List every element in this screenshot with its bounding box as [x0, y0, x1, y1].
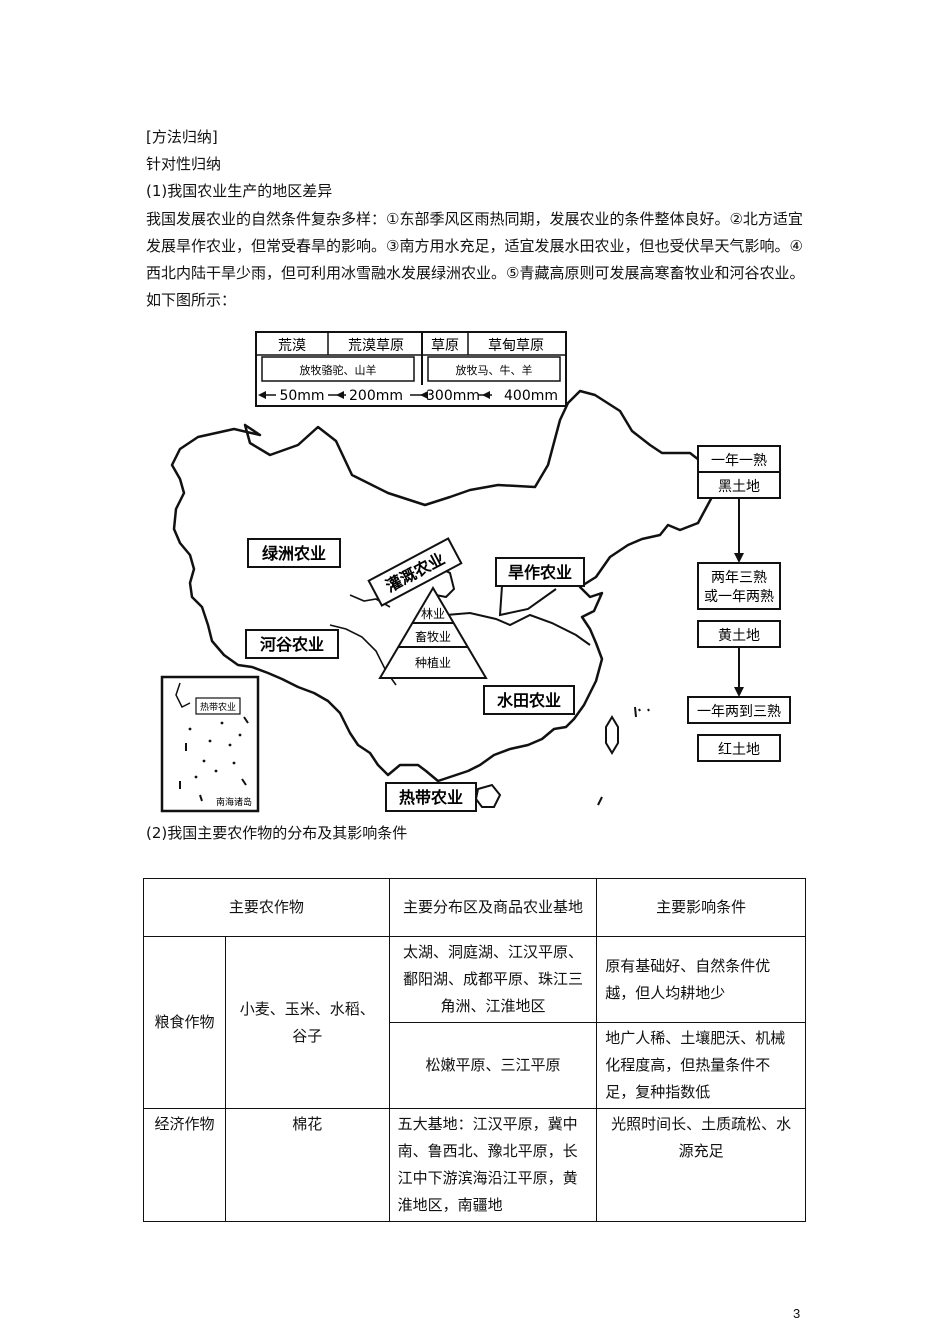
flow-one-harvest: 一年一熟 [711, 453, 767, 469]
region-dryland: 旱作农业 [495, 557, 585, 617]
section2-title: (2)我国主要农作物的分布及其影响条件 [146, 824, 408, 842]
table-row: 经济作物 棉花 五大基地：江汉平原，冀中南、鲁西北、豫北平原，长江中下游滨海沿江… [143, 1108, 806, 1222]
crop-distribution-table: 主要农作物 主要分布区及商品农业基地 主要影响条件 粮食作物 小麦、玉米、水稻、… [143, 878, 806, 1222]
table-row: 松嫩平原、三江平原 地广人稀、土壤肥沃、机械化程度高，但热量条件不足，复种指数低 [144, 1022, 806, 1109]
header-condition: 主要影响条件 [596, 878, 806, 937]
livestock-east: 放牧马、牛、羊 [456, 363, 533, 377]
steppe-legend: 荒漠 荒漠草原 草原 草甸草原 放牧骆驼、山羊 放牧马、牛、羊 50mm 200… [255, 331, 567, 407]
inset-tropical-label: 热带农业 [200, 701, 236, 713]
flow-black-soil: 黑土地 [718, 479, 760, 495]
isohyet-50mm: 50mm [279, 388, 324, 404]
cash-area: 五大基地：江汉平原，冀中南、鲁西北、豫北平原，长江中下游滨海沿江平原，黄淮地区，… [388, 1108, 598, 1222]
grain-condition-south: 原有基础好、自然条件优越，但人均耕地少 [596, 936, 806, 1023]
label-valley-agriculture: 河谷农业 [260, 635, 324, 654]
header-crop: 主要农作物 [143, 878, 390, 937]
label-paddy-agriculture: 水田农业 [497, 691, 561, 710]
section1-body: 我国发展农业的自然条件复杂多样：①东部季风区雨热同期，发展农业的条件整体良好。②… [146, 210, 805, 309]
grain-crops: 小麦、玉米、水稻、谷子 [224, 936, 390, 1109]
zone-desert-steppe: 荒漠草原 [348, 338, 404, 354]
cash-crop: 棉花 [224, 1108, 390, 1222]
flow-red-soil: 红土地 [718, 742, 760, 758]
page-number: 3 [793, 1306, 801, 1321]
livestock-west: 放牧骆驼、山羊 [300, 363, 377, 377]
label-oasis-agriculture: 绿洲农业 [262, 544, 326, 563]
inset-caption: 南海诸岛 [216, 796, 252, 808]
section1-title: (1)我国农业生产的地区差异 [146, 182, 333, 200]
coastline-details [597, 706, 650, 806]
pyramid-husbandry: 畜牧业 [415, 629, 451, 644]
flow-two-to-three: 一年两到三熟 [697, 704, 781, 720]
zone-desert: 荒漠 [278, 338, 306, 354]
zone-steppe: 草原 [431, 338, 459, 354]
section1-paragraph: 我国发展农业的自然条件复杂多样：①东部季风区雨热同期，发展农业的条件整体良好。②… [146, 206, 812, 314]
pyramid-planting: 种植业 [415, 655, 451, 670]
cash-condition: 光照时间长、土质疏松、水源充足 [596, 1108, 806, 1222]
inset-islands [188, 721, 242, 779]
cropping-flow: 一年一熟 黑土地 两年三熟 或一年两熟 黄土地 一年两到三熟 红土地 [687, 445, 791, 762]
label-tropical-agriculture: 热带农业 [399, 788, 463, 807]
header-area: 主要分布区及商品农业基地 [388, 878, 598, 937]
region-tropical: 热带农业 [385, 782, 477, 812]
flow-loess: 黄土地 [718, 627, 760, 644]
grain-area-south: 太湖、洞庭湖、江汉平原、鄱阳湖、成都平原、珠江三角洲、江淮地区 [388, 936, 598, 1023]
grain-area-northeast: 松嫩平原、三江平原 [388, 1022, 598, 1109]
region-paddy: 水田农业 [483, 685, 575, 715]
inset-boundary-marks [179, 716, 249, 802]
land-use-pyramid: 林业 畜牧业 种植业 [378, 586, 488, 679]
grain-condition-northeast: 地广人稀、土壤肥沃、机械化程度高，但热量条件不足，复种指数低 [596, 1022, 806, 1109]
method-heading: [方法归纳] [146, 128, 218, 146]
taiwan-island [605, 715, 619, 755]
pyramid-forestry: 林业 [421, 607, 445, 621]
flow-two-years-three: 两年三熟 [711, 570, 767, 586]
zone-meadow-steppe: 草甸草原 [488, 338, 544, 354]
region-oasis: 绿洲农业 [247, 538, 341, 568]
region-valley: 河谷农业 [245, 629, 339, 659]
isohyet-300mm: 300mm [426, 388, 480, 404]
south-sea-inset: 热带农业 南海诸岛 [160, 675, 260, 813]
isohyet-200mm: 200mm [349, 388, 403, 404]
cash-category: 经济作物 [143, 1108, 226, 1222]
target-heading: 针对性归纳 [146, 155, 222, 173]
table-row: 粮食作物 小麦、玉米、水稻、谷子 太湖、洞庭湖、江汉平原、鄱阳湖、成都平原、珠江… [143, 936, 806, 1109]
isohyet-400mm: 400mm [504, 388, 558, 404]
flow-or-two-harvest: 或一年两熟 [704, 589, 774, 605]
table-header-row: 主要农作物 主要分布区及商品农业基地 主要影响条件 [143, 878, 806, 937]
grain-category: 粮食作物 [143, 936, 226, 1109]
hainan-island [474, 783, 502, 808]
label-dryland-agriculture: 旱作农业 [508, 563, 572, 582]
china-outline [170, 389, 714, 783]
agriculture-regions-map: 荒漠 荒漠草原 草原 草甸草原 放牧骆驼、山羊 放牧马、牛、羊 50mm 200… [160, 331, 791, 813]
